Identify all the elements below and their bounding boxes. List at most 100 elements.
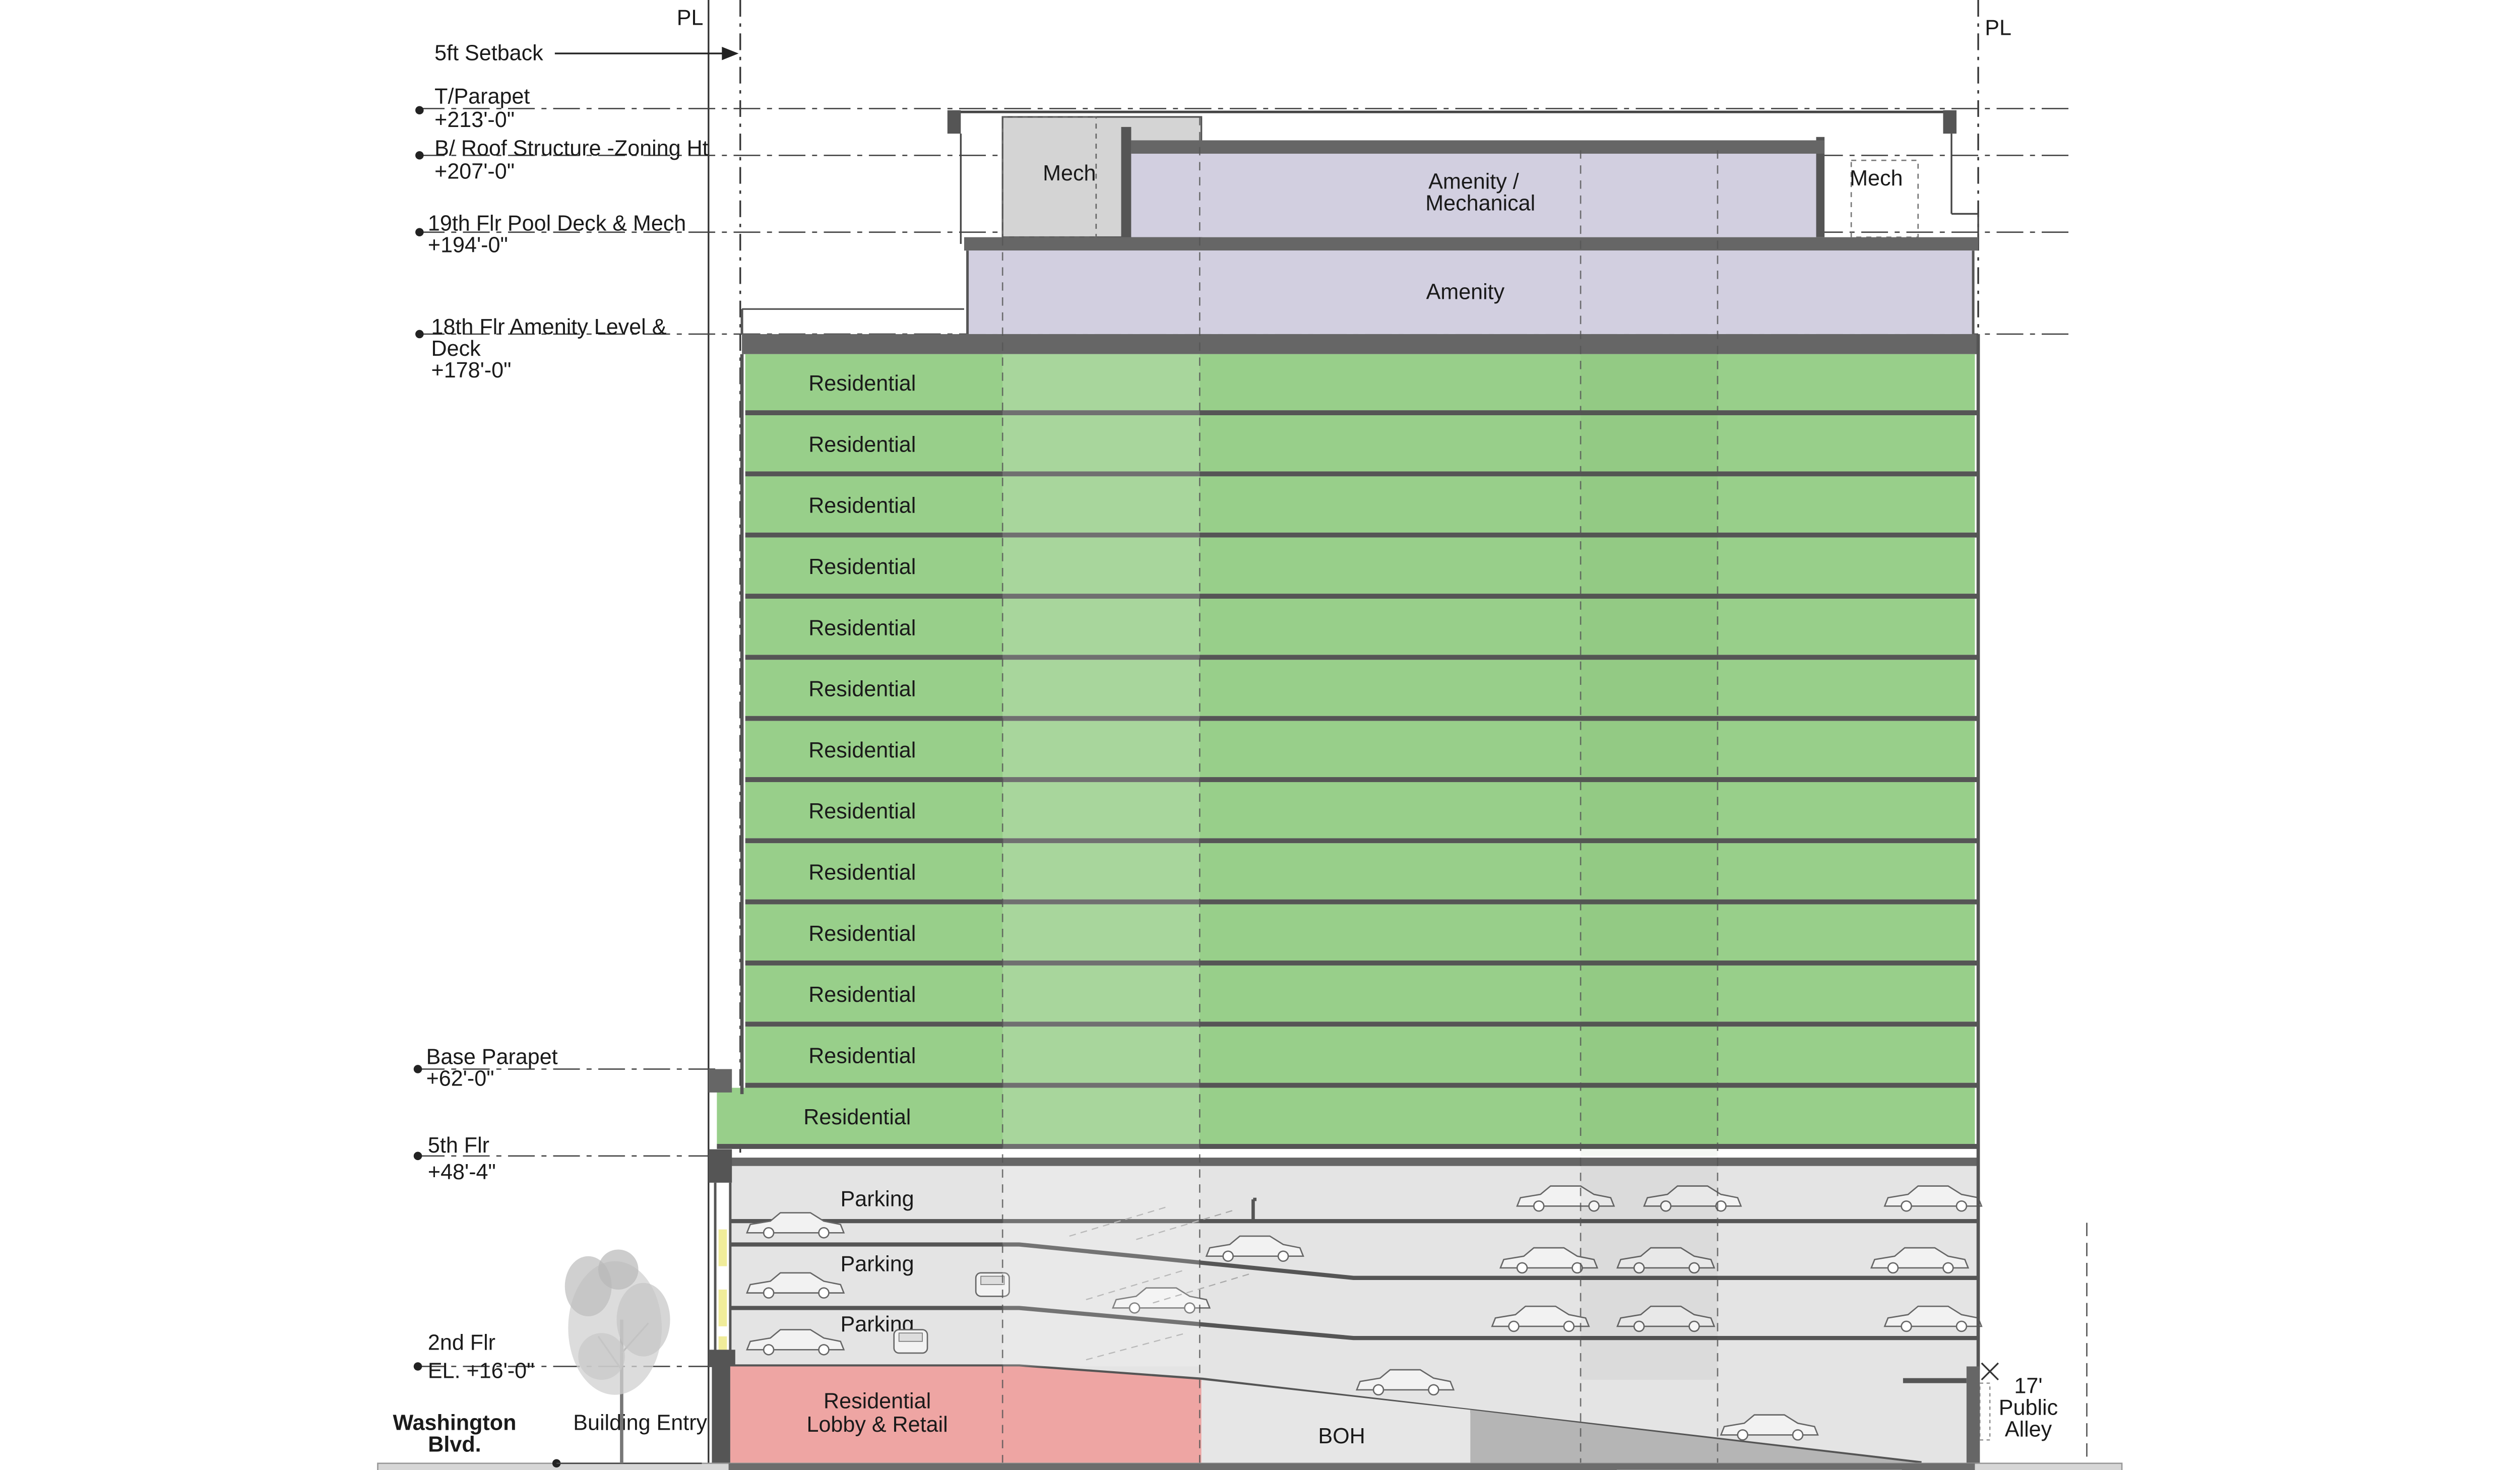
level-5th-floor-name: 5th Flr	[428, 1133, 489, 1158]
roof-slab	[742, 334, 1979, 354]
level-18th-floor-elev: +178'-0"	[431, 358, 512, 382]
amenity-mechanical-label-line1: Amenity /	[1428, 170, 1519, 194]
column-grid-lines	[1001, 117, 1719, 1463]
car-icon	[746, 1329, 845, 1356]
residential-floor-15	[745, 476, 1975, 533]
level-18th-floor-name-line1: 18th Flr Amenity Level &	[431, 315, 667, 339]
level-roof-structure-name: B/ Roof Structure -Zoning Ht	[434, 136, 709, 160]
fifth-floor-slab	[717, 1158, 1979, 1166]
residential-floor-12	[745, 660, 1975, 716]
ramp-guide-line	[1069, 1205, 1170, 1237]
residential-floor-10	[745, 782, 1975, 839]
residential-floors: ResidentialResidentialResidentialResiden…	[717, 354, 1979, 1149]
level-marker-icon	[413, 1152, 422, 1161]
residential-floor-label: Residential	[803, 1105, 911, 1129]
residential-floor-5	[717, 1088, 1975, 1144]
ramp-guide-line	[1153, 1272, 1253, 1304]
level-19th-floor-elev: +194'-0"	[428, 233, 508, 258]
floor-slab	[745, 1082, 1979, 1088]
residential-floor-14	[745, 537, 1975, 594]
level-marker-icon	[415, 228, 424, 237]
mech-room-left-label: Mech	[1043, 161, 1096, 185]
floor-slab	[745, 532, 1979, 538]
vehicle-front-icon	[893, 1329, 928, 1354]
lobby-label-line2: Lobby & Retail	[807, 1413, 948, 1437]
parking-label-4th: Parking	[841, 1187, 914, 1211]
level-2nd-floor-name: 2nd Flr	[428, 1330, 495, 1355]
residential-floor-label: Residential	[808, 494, 916, 518]
boh-room	[1201, 1380, 1471, 1463]
facade-right	[1966, 334, 1980, 1470]
car-icon	[1616, 1247, 1716, 1274]
setback-arrow-icon	[722, 46, 739, 60]
street-label-line1: Washington	[393, 1411, 517, 1435]
building-entry-label: Building Entry	[573, 1411, 707, 1435]
level-marker-icon	[413, 1362, 422, 1371]
residential-floor-17	[745, 354, 1975, 411]
level-t-parapet-name: T/Parapet	[434, 85, 530, 109]
car-icon	[1883, 1185, 1983, 1212]
vehicle-front-icon	[975, 1272, 1010, 1297]
pl-label-top-right: PL	[1985, 16, 2011, 40]
floor-slab	[745, 471, 1979, 477]
car-icon	[746, 1212, 845, 1239]
ramp-guide-line	[1086, 1269, 1187, 1301]
residential-floor-label: Residential	[808, 432, 916, 457]
floor-slab	[745, 655, 1979, 660]
residential-floor-label: Residential	[808, 922, 916, 946]
residential-lobby-retail	[730, 1366, 1202, 1463]
residential-floor-label: Residential	[808, 1044, 916, 1068]
residential-floor-label: Residential	[808, 861, 916, 885]
amenity-mechanical-label-line2: Mechanical	[1425, 191, 1535, 216]
floor-slab	[745, 899, 1979, 905]
amenity-floor	[967, 250, 1974, 334]
mech-room-right-label: Mech	[1850, 166, 1903, 190]
level-labels: T/Parapet +213'-0" B/ Roof Structure -Zo…	[413, 85, 709, 1383]
parking-label-3rd: Parking	[841, 1252, 914, 1276]
pl-label-top-left: PL	[677, 6, 704, 30]
car-icon	[1883, 1305, 1983, 1332]
floor-slab	[745, 1021, 1979, 1027]
level-5th-floor-elev: +48'-4"	[428, 1160, 496, 1184]
level-base-parapet-elev: +62'-0"	[426, 1067, 494, 1091]
residential-floor-label: Residential	[808, 555, 916, 579]
boh-label: BOH	[1318, 1424, 1365, 1448]
residential-floor-label: Residential	[808, 371, 916, 396]
car-icon	[1499, 1247, 1599, 1274]
floor-slab	[745, 410, 1979, 416]
residential-floor-8	[745, 904, 1975, 961]
residential-floor-6	[745, 1027, 1975, 1083]
floor-slab	[745, 838, 1979, 844]
level-base-parapet-name: Base Parapet	[426, 1045, 558, 1069]
alley-label-line3: Alley	[2005, 1418, 2052, 1442]
level-18th-floor-name-line2: Deck	[431, 337, 481, 361]
setback-label: 5ft Setback	[434, 41, 543, 65]
street-label-line2: Blvd.	[428, 1433, 481, 1457]
floor-slab	[745, 777, 1979, 782]
residential-floor-13	[745, 599, 1975, 655]
floor-slab	[717, 1143, 1979, 1149]
parked-cars	[746, 1185, 1983, 1441]
amenity-mechanical-room	[1131, 150, 1816, 237]
floor-slab	[745, 716, 1979, 721]
car-icon	[1205, 1235, 1304, 1262]
car-icon	[1112, 1287, 1211, 1314]
car-icon	[746, 1272, 845, 1299]
setback-annotation: 5ft Setback	[434, 41, 739, 65]
car-icon	[1643, 1185, 1742, 1212]
ramp-guide-line	[1136, 1208, 1237, 1240]
level-marker-icon	[415, 330, 424, 339]
car-icon	[1491, 1305, 1590, 1332]
level-19th-floor-name: 19th Flr Pool Deck & Mech	[428, 211, 686, 235]
mech-room-right	[1850, 159, 1919, 238]
residential-floor-label: Residential	[808, 616, 916, 640]
ramp-guide-line	[1086, 1332, 1187, 1361]
facade-left	[708, 1069, 735, 1470]
amenity-floor-label: Amenity	[1426, 280, 1505, 304]
residential-floor-label: Residential	[808, 738, 916, 762]
car-icon	[1720, 1414, 1819, 1441]
residential-floor-label: Residential	[808, 677, 916, 701]
residential-floor-label: Residential	[808, 983, 916, 1007]
street-tree-icon	[564, 1249, 670, 1463]
